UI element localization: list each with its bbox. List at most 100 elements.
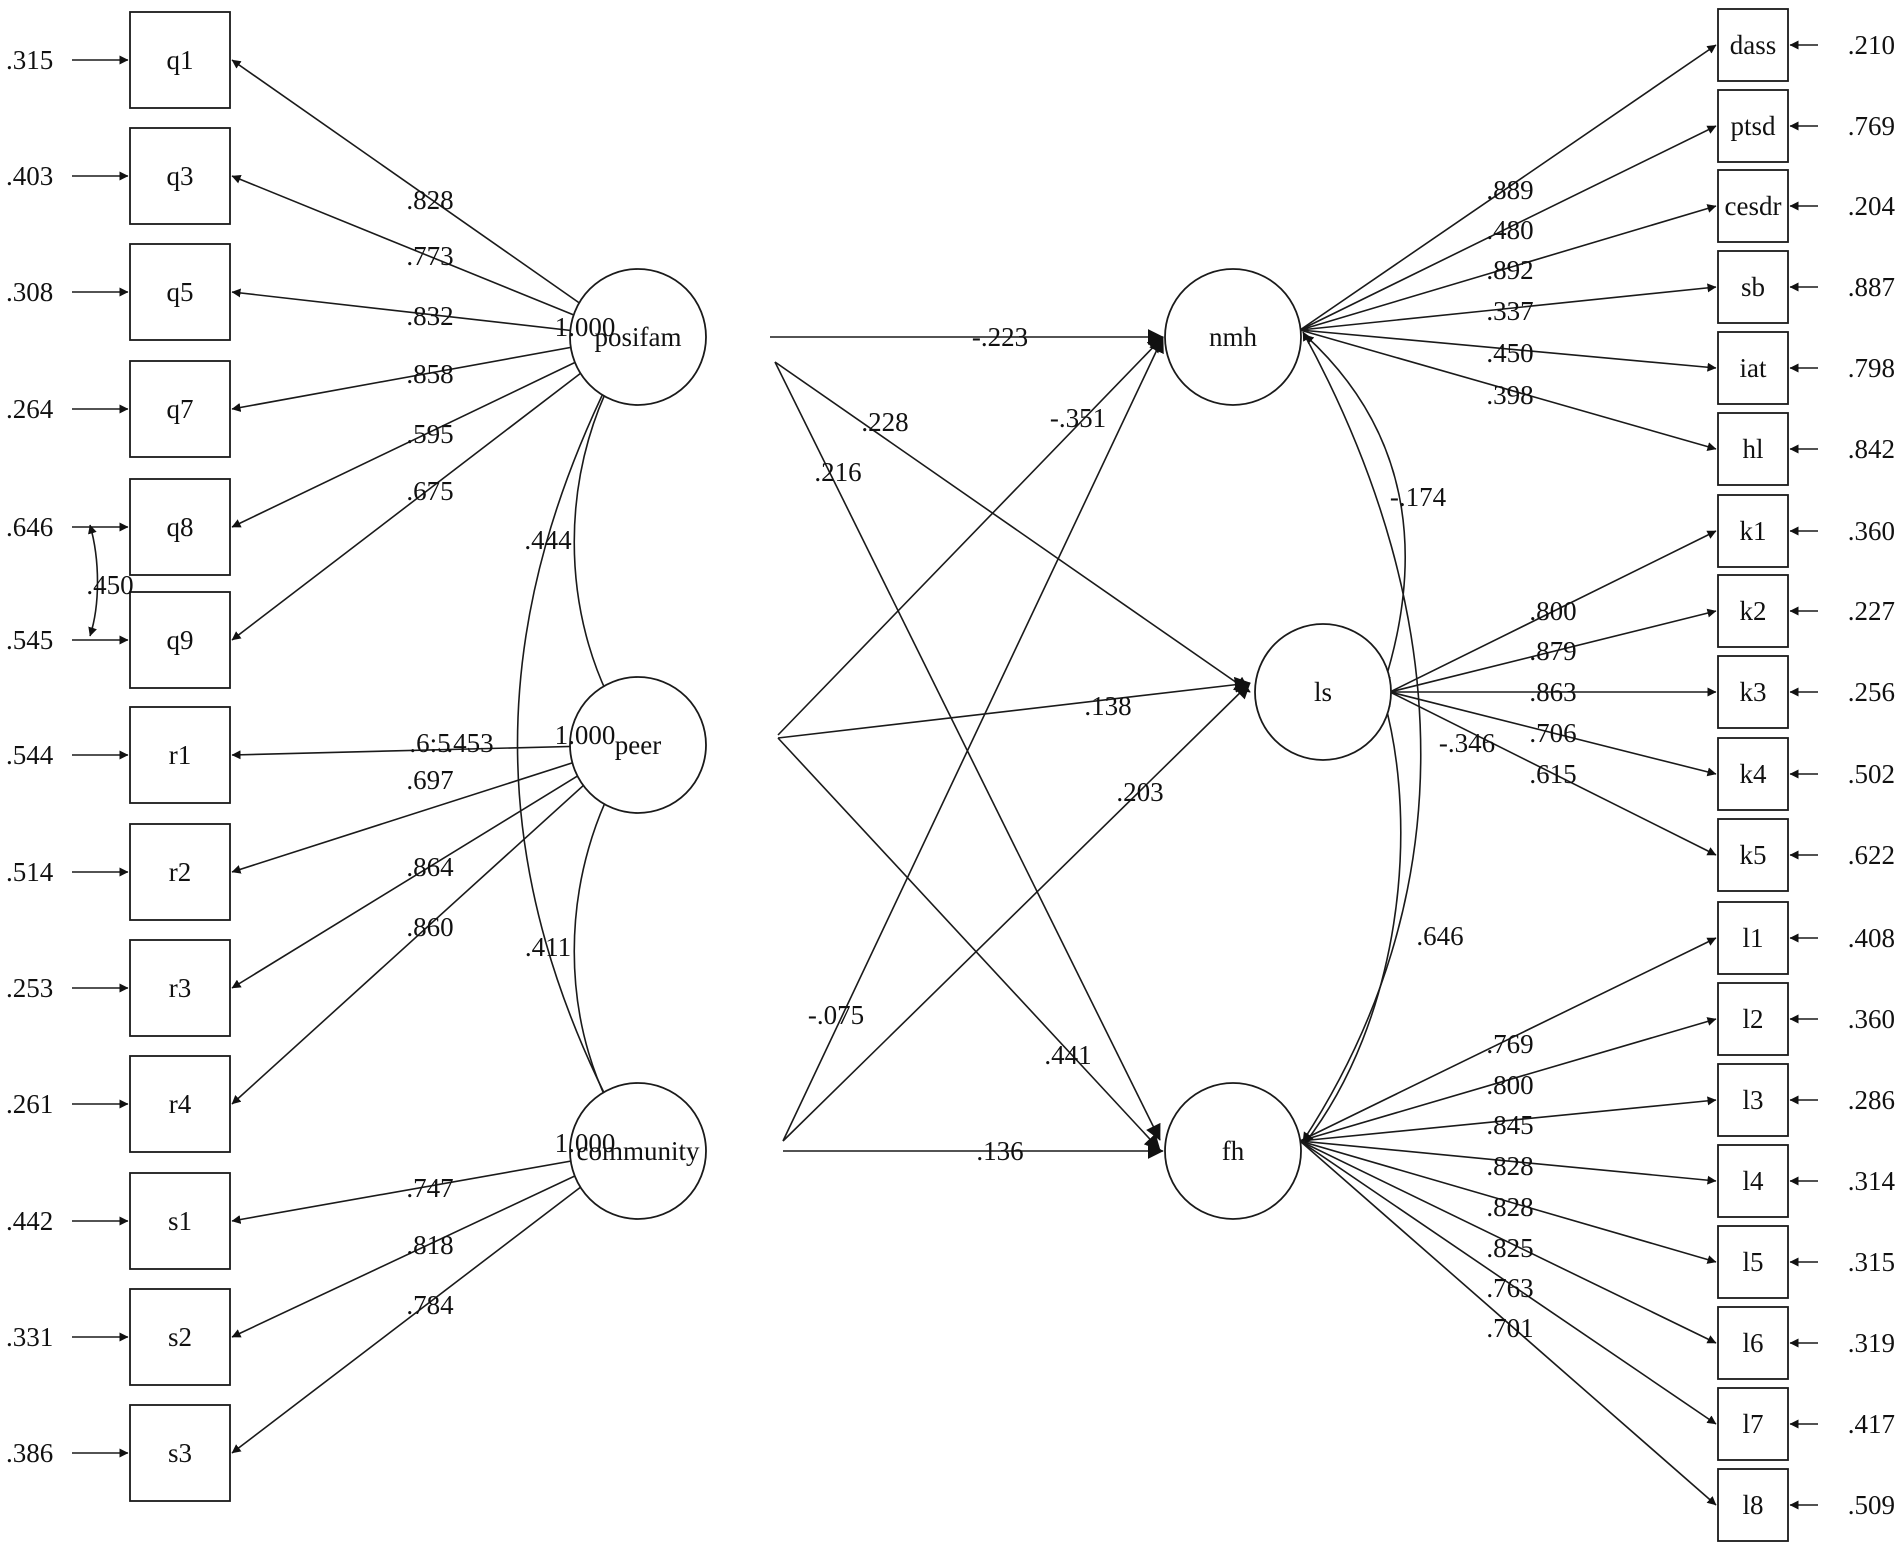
nodes-layer	[129, 8, 1789, 1542]
indicator-box-l3	[1717, 1063, 1789, 1137]
error-value-k2: .227	[1848, 596, 1895, 626]
indicator-box-q9	[129, 591, 231, 689]
indicator-box-l8	[1717, 1468, 1789, 1542]
loading-value-q8: .595	[406, 419, 453, 449]
indicator-box-q7	[129, 360, 231, 458]
latent-peer	[569, 676, 707, 814]
path-value-community-fh: .136	[976, 1136, 1023, 1166]
indicator-box-cesdr	[1717, 169, 1789, 243]
cov-nmh-ls	[1304, 334, 1406, 685]
loading-value-l3: .845	[1486, 1110, 1533, 1140]
loading-value-s1: .747	[406, 1173, 453, 1203]
indicator-box-r3	[129, 939, 231, 1037]
cov-value-nmh-ls: -.174	[1390, 482, 1447, 512]
error-value-iat: .798	[1848, 353, 1895, 383]
loading-ptsd	[1299, 125, 1717, 331]
indicator-box-s1	[129, 1172, 231, 1270]
indicator-box-dass	[1717, 8, 1789, 82]
loading-k2	[1389, 608, 1717, 693]
error-value-l2: .360	[1848, 1004, 1895, 1034]
loading-q7	[231, 336, 629, 412]
path-value-peer-fh: .441	[1044, 1040, 1091, 1070]
indicator-label-l5: l5	[1742, 1247, 1763, 1277]
latent-ls	[1254, 623, 1392, 761]
cov-value-err-q8-q9: .450	[86, 570, 133, 600]
error-value-q3: .403	[6, 161, 53, 191]
loading-value-hl: .398	[1486, 380, 1533, 410]
loading-l4	[1299, 1140, 1717, 1185]
error-value-l3: .286	[1848, 1085, 1895, 1115]
error-value-q8: .646	[6, 512, 53, 542]
cov-nmh-fh	[1302, 331, 1422, 1142]
indicator-box-k2	[1717, 574, 1789, 648]
indicator-label-k3: k3	[1740, 677, 1767, 707]
indicator-label-q9: q9	[167, 625, 194, 655]
error-value-k5: .622	[1848, 840, 1895, 870]
loading-l8	[1299, 1140, 1717, 1506]
path-value-posifam-fh: .216	[814, 457, 861, 487]
indicator-label-k4: k4	[1740, 759, 1768, 789]
indicator-box-s3	[129, 1404, 231, 1502]
indicator-box-sb	[1717, 250, 1789, 324]
latent-fh	[1164, 1082, 1302, 1220]
loading-value-q1: .828	[406, 185, 453, 215]
loading-value-q3: .773	[406, 241, 453, 271]
loading-value-sb: .337	[1486, 296, 1533, 326]
cov-posifam-community	[516, 339, 631, 1144]
loading-q8	[231, 336, 629, 528]
loading-r3	[231, 744, 629, 989]
indicator-box-l7	[1717, 1387, 1789, 1461]
loading-value-r3: .864	[406, 852, 454, 882]
loading-value-q5: .832	[406, 301, 453, 331]
loading-value-k3: .863	[1529, 677, 1576, 707]
indicator-box-q8	[129, 478, 231, 576]
indicator-box-l5	[1717, 1225, 1789, 1299]
indicator-box-l2	[1717, 982, 1789, 1056]
loading-value-q7: .858	[406, 359, 453, 389]
loading-value-cesdr: .892	[1486, 255, 1533, 285]
indicator-label-k2: k2	[1740, 596, 1767, 626]
indicator-label-l6: l6	[1742, 1328, 1763, 1358]
fixed-loading-community: 1.000	[555, 1128, 616, 1158]
loading-q3	[231, 175, 629, 338]
latent-label-fh: fh	[1222, 1136, 1245, 1166]
indicator-label-q8: q8	[167, 512, 194, 542]
indicator-label-dass: dass	[1730, 30, 1777, 60]
loading-value-s2: .818	[406, 1230, 453, 1260]
indicator-label-q3: q3	[167, 161, 194, 191]
indicator-box-q3	[129, 127, 231, 225]
loading-q9	[231, 336, 629, 641]
indicator-label-r2: r2	[169, 857, 192, 887]
indicator-label-r3: r3	[169, 973, 192, 1003]
indicator-label-hl: hl	[1742, 434, 1763, 464]
fixed-loading-peer: 1.000	[555, 720, 616, 750]
indicator-label-k1: k1	[1740, 516, 1767, 546]
indicator-box-l1	[1717, 901, 1789, 975]
indicator-label-q1: q1	[167, 45, 194, 75]
cov-value-posifam-peer: .444	[524, 525, 572, 555]
indicator-label-s2: s2	[168, 1322, 192, 1352]
loading-value-k4: .706	[1529, 718, 1576, 748]
loading-value-k5: .615	[1529, 759, 1576, 789]
loading-value-q9: .675	[406, 476, 453, 506]
error-value-ptsd: .769	[1848, 111, 1895, 141]
loading-value-l1: .769	[1486, 1029, 1533, 1059]
cov-value-posifam-community: .453	[446, 728, 493, 758]
path-value-peer-nmh: -.351	[1050, 403, 1106, 433]
error-value-s2: .331	[6, 1322, 53, 1352]
loading-r4	[231, 744, 629, 1105]
loading-l5	[1299, 1140, 1717, 1264]
indicator-box-r1	[129, 706, 231, 804]
edges-layer	[72, 40, 1818, 1510]
indicator-label-s3: s3	[168, 1438, 192, 1468]
loading-l7	[1299, 1140, 1717, 1425]
indicator-box-k1	[1717, 494, 1789, 568]
loading-s1	[231, 1150, 629, 1224]
indicator-label-l3: l3	[1742, 1085, 1763, 1115]
loading-dass	[1299, 44, 1717, 331]
latent-label-posifam: posifam	[595, 322, 682, 352]
indicator-box-r2	[129, 823, 231, 921]
indicator-box-k3	[1717, 655, 1789, 729]
indicator-box-q1	[129, 11, 231, 109]
path-value-community-nmh: -.075	[808, 1000, 864, 1030]
